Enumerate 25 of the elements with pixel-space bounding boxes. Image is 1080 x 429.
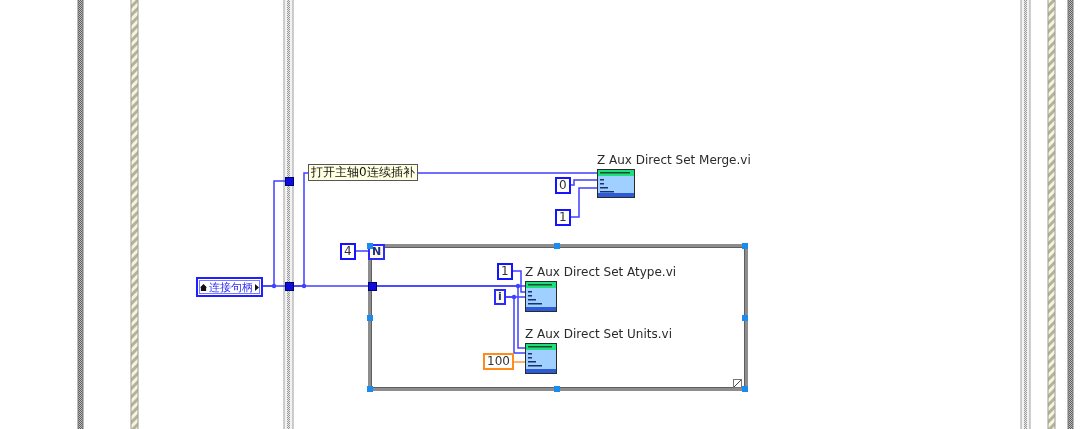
wire (293, 285, 369, 287)
wire (354, 250, 369, 252)
numeric-constant: 0 (555, 177, 571, 194)
terminal-label: 连接句柄 (209, 280, 253, 294)
for-loop-frame (368, 244, 748, 391)
tunnel-icon (285, 177, 294, 186)
vi-name-label: Z Aux Direct Set Units.vi (525, 327, 672, 341)
iteration-terminal: i (494, 289, 506, 305)
wire-label: 打开主轴0连续插补 (308, 164, 418, 181)
control-terminal (196, 277, 263, 297)
numeric-constant: 4 (340, 243, 356, 260)
vi-name-label: Z Aux Direct Set Atype.vi (525, 265, 677, 279)
wire (513, 361, 526, 363)
wire (262, 285, 286, 287)
tunnel-icon (368, 282, 377, 291)
tunnel-icon (285, 282, 294, 291)
numeric-constant: 1 (555, 209, 571, 226)
wire (569, 179, 598, 186)
wire (376, 285, 526, 349)
numeric-constant: 100 (483, 353, 514, 370)
wire (511, 270, 526, 293)
vi-name-label: Z Aux Direct Set Merge.vi (597, 153, 751, 167)
wire (569, 187, 598, 218)
numeric-constant: 1 (497, 263, 513, 280)
wire (505, 296, 526, 354)
